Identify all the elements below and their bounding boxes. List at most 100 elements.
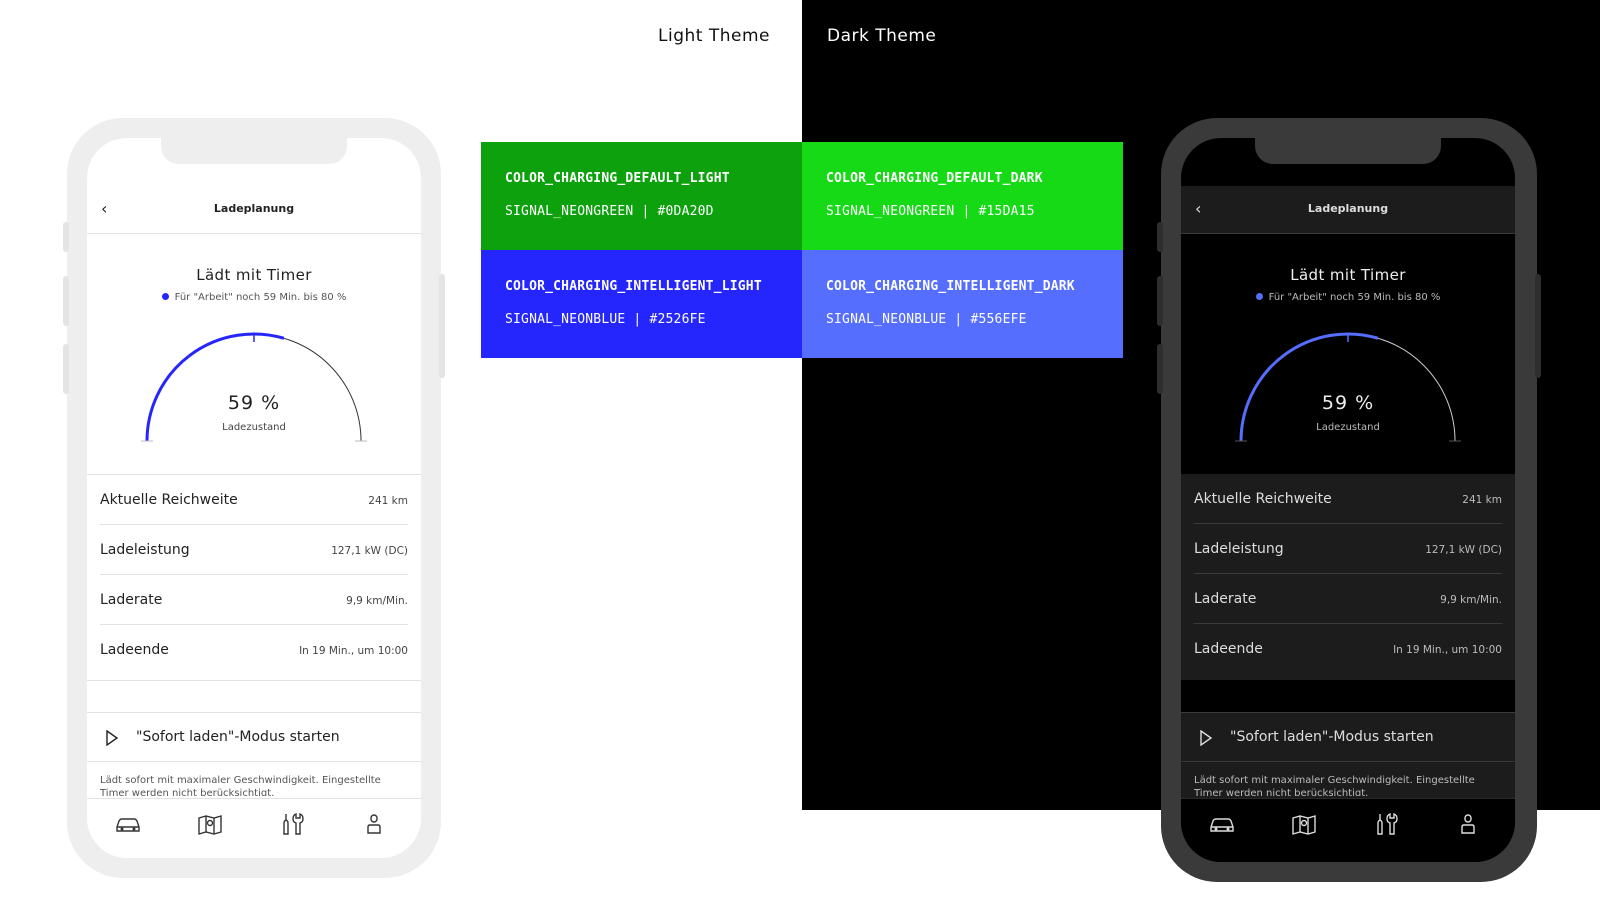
side-button [1157,344,1163,394]
row-value: 127,1 kW (DC) [331,545,408,557]
charge-gauge [141,332,367,442]
charge-percent: 59 % [227,392,281,414]
swatch-code: SIGNAL_NEONGREEN | #15DA15 [826,204,1035,219]
chevron-left-icon[interactable]: ‹ [1195,199,1202,218]
list-item: Laderate 9,9 km/Min. [1194,574,1502,624]
app-header: ‹ Ladeplanung [1181,186,1515,234]
divider [87,798,421,799]
row-value: 127,1 kW (DC) [1425,544,1502,556]
notch [161,138,347,164]
divider [100,624,408,625]
instant-charge-button[interactable]: "Sofort laden"-Modus starten [1181,712,1515,762]
swatch-code: SIGNAL_NEONBLUE | #556EFE [826,312,1027,327]
instant-charge-label: "Sofort laden"-Modus starten [1230,729,1434,745]
swatch-default-dark: COLOR_CHARGING_DEFAULT_DARK SIGNAL_NEONG… [802,142,1123,250]
dark-theme-label: Dark Theme [827,26,937,46]
gauge-fill [145,332,285,442]
phone-dark: ‹ Ladeplanung Lädt mit Timer Für "Arbeit… [1157,118,1541,882]
list-item: Laderate 9,9 km/Min. [100,575,408,625]
map-icon[interactable] [195,812,225,836]
swatch-code: SIGNAL_NEONGREEN | #0DA20D [505,204,714,219]
list-item: Ladeende In 19 Min., um 10:00 [100,625,408,675]
row-label: Aktuelle Reichweite [1194,491,1332,507]
list-item: Ladeende In 19 Min., um 10:00 [1194,624,1502,674]
instant-charge-note: Lädt sofort mit maximaler Geschwindigkei… [100,775,381,796]
divider [1194,573,1502,574]
profile-icon[interactable] [359,812,389,836]
swatch-intelligent-light: COLOR_CHARGING_INTELLIGENT_LIGHT SIGNAL_… [481,250,802,358]
side-button [63,222,69,252]
play-icon [1200,730,1213,746]
car-icon[interactable] [1207,812,1237,836]
list-item: Ladeleistung 127,1 kW (DC) [1194,524,1502,574]
divider [1181,798,1515,799]
play-icon [106,730,119,746]
divider [1194,623,1502,624]
instant-charge-note: Lädt sofort mit maximaler Geschwindigkei… [1194,775,1475,796]
divider [1181,233,1515,234]
charging-status: Lädt mit Timer [196,266,312,284]
side-button [1157,222,1163,252]
status-dot [1255,292,1263,300]
divider [87,761,421,762]
tools-icon[interactable] [1371,812,1401,836]
charge-gauge [1235,332,1461,442]
page-title: Ladeplanung [1307,202,1389,215]
map-icon[interactable] [1289,812,1319,836]
charging-status: Lädt mit Timer [1290,266,1406,284]
list-item: Aktuelle Reichweite 241 km [1194,474,1502,524]
status-dot [161,292,169,300]
stats-list: Aktuelle Reichweite 241 km Ladeleistung … [87,474,421,681]
profile-icon[interactable] [1453,812,1483,836]
page-title: Ladeplanung [213,202,295,215]
row-value: 9,9 km/Min. [1440,594,1502,606]
charge-label: Ladezustand [222,422,286,433]
row-label: Ladeleistung [100,542,190,558]
side-button [63,344,69,394]
gauge-fill [1239,332,1379,442]
row-value: 9,9 km/Min. [346,595,408,607]
list-item: Aktuelle Reichweite 241 km [100,475,408,525]
charge-label: Ladezustand [1316,422,1380,433]
tab-bar [1181,798,1515,862]
side-button [1157,276,1163,326]
phone-light: ‹ Ladeplanung Lädt mit Timer Für "Arbeit… [63,118,445,878]
divider [1181,712,1515,713]
row-label: Ladeleistung [1194,541,1284,557]
spacer [87,680,421,713]
swatch-name: COLOR_CHARGING_INTELLIGENT_LIGHT [505,279,762,294]
swatch-code: SIGNAL_NEONBLUE | #2526FE [505,312,706,327]
tools-icon[interactable] [277,812,307,836]
notch [1255,138,1441,164]
charging-substatus: Für "Arbeit" noch 59 Min. bis 80 % [1181,292,1515,303]
row-label: Ladeende [100,642,169,658]
car-icon[interactable] [113,812,143,836]
screen: ‹ Ladeplanung Lädt mit Timer Für "Arbeit… [87,138,421,858]
side-button [63,276,69,326]
row-value: In 19 Min., um 10:00 [299,645,408,657]
list-item: Ladeleistung 127,1 kW (DC) [100,525,408,575]
app-header: ‹ Ladeplanung [87,186,421,234]
swatch-intelligent-dark: COLOR_CHARGING_INTELLIGENT_DARK SIGNAL_N… [802,250,1123,358]
row-value: 241 km [1462,494,1502,506]
divider [100,524,408,525]
swatch-name: COLOR_CHARGING_DEFAULT_DARK [826,171,1043,186]
divider [100,574,408,575]
substatus-text: Für "Arbeit" noch 59 Min. bis 80 % [1268,292,1441,303]
charging-substatus: Für "Arbeit" noch 59 Min. bis 80 % [87,292,421,303]
chevron-left-icon[interactable]: ‹ [101,199,108,218]
swatch-name: COLOR_CHARGING_DEFAULT_LIGHT [505,171,730,186]
row-label: Laderate [1194,591,1257,607]
charge-percent: 59 % [1321,392,1375,414]
instant-charge-button[interactable]: "Sofort laden"-Modus starten [87,712,421,762]
side-button [439,274,445,378]
divider [1181,761,1515,762]
spacer [1181,680,1515,712]
row-value: 241 km [368,495,408,507]
divider [87,233,421,234]
swatch-default-light: COLOR_CHARGING_DEFAULT_LIGHT SIGNAL_NEON… [481,142,802,250]
row-label: Aktuelle Reichweite [100,492,238,508]
divider [87,712,421,713]
swatch-name: COLOR_CHARGING_INTELLIGENT_DARK [826,279,1075,294]
note-area [1181,762,1515,802]
